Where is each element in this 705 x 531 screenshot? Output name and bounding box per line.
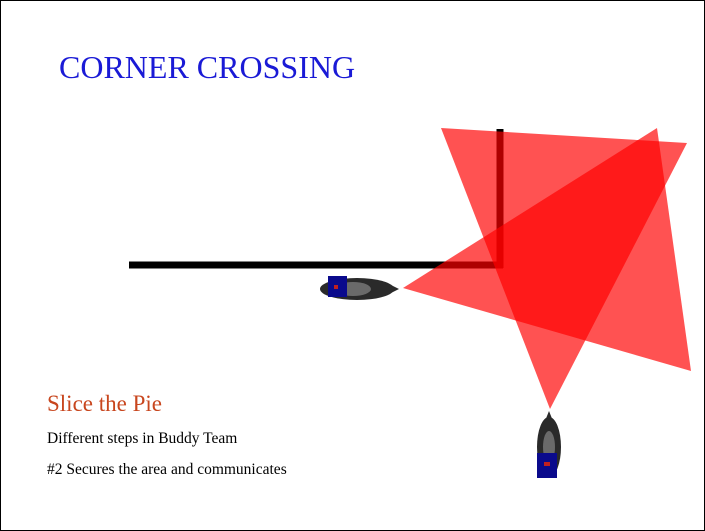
- slide-subtitle: Slice the Pie: [47, 389, 162, 419]
- soldier-2-icon: [537, 411, 561, 478]
- body-text-line: #2 Secures the area and communicates: [47, 460, 287, 480]
- body-text-line: Different steps in Buddy Team: [47, 429, 237, 449]
- slide-title: CORNER CROSSING: [59, 47, 355, 87]
- soldier-1-icon: [320, 276, 399, 300]
